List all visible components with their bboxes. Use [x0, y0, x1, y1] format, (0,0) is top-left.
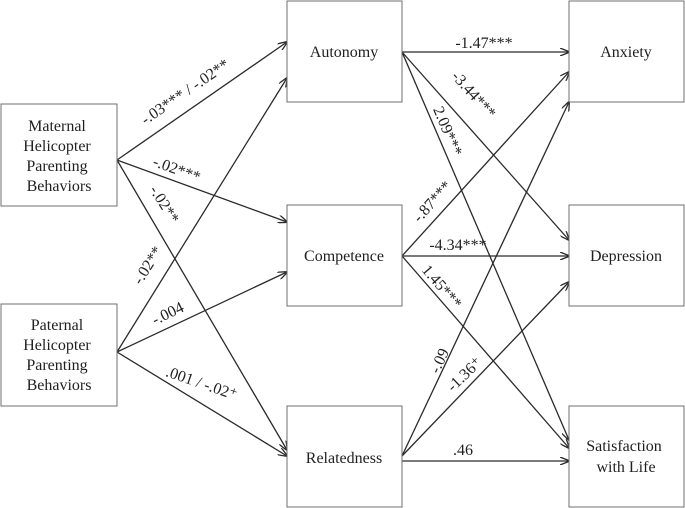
satisfaction-label: Satisfaction with Life	[586, 438, 666, 476]
relatedness-label: Relatedness	[306, 450, 382, 467]
box-autonomy	[286, 0, 403, 103]
label-competence-anxiety: -.87***	[410, 178, 456, 226]
label-maternal-relatedness: -.02**	[146, 183, 182, 227]
edge-paternal-relatedness	[116, 351, 287, 456]
label-competence-satisfaction: 1.45***	[418, 262, 465, 312]
edge-paternal-autonomy	[116, 78, 287, 353]
maternal-label: Maternal Helicopter Parenting Behaviors	[23, 118, 95, 195]
box-paternal	[0, 303, 118, 407]
edge-competence-anxiety	[401, 72, 569, 257]
label-maternal-autonomy: -.03*** / -.02**	[138, 56, 233, 128]
box-anxiety	[568, 0, 685, 103]
edge-relatedness-anxiety	[401, 102, 569, 457]
competence-label: Competence	[304, 248, 384, 265]
label-paternal-relatedness: .001 / -.02⁺	[164, 364, 240, 404]
box-relatedness	[286, 405, 403, 508]
edge-maternal-autonomy	[116, 42, 287, 161]
box-depression	[568, 204, 685, 307]
box-satisfaction	[568, 405, 685, 508]
autonomy-label: Autonomy	[310, 44, 378, 61]
edge-autonomy-satisfaction	[401, 51, 569, 440]
label-autonomy-anxiety: -1.47***	[455, 35, 512, 52]
label-competence-depression: -4.34***	[429, 237, 486, 254]
edge-maternal-relatedness	[116, 159, 287, 450]
label-autonomy-satisfaction: 2.09***	[429, 104, 465, 159]
node-labels: Maternal Helicopter Parenting Behaviors …	[23, 44, 666, 476]
edge-autonomy-depression	[401, 51, 569, 240]
depression-label: Depression	[590, 248, 662, 265]
edge-paternal-competence	[116, 272, 287, 353]
paternal-label: Paternal Helicopter Parenting Behaviors	[23, 317, 95, 394]
edge-maternal-competence	[116, 159, 287, 222]
box-maternal	[0, 103, 118, 207]
edge-relatedness-depression	[401, 282, 569, 457]
anxiety-label: Anxiety	[600, 44, 652, 61]
box-competence	[286, 204, 403, 307]
label-relatedness-anxiety: -.09	[427, 346, 453, 376]
edges	[116, 42, 569, 461]
label-paternal-competence: -.004	[149, 299, 186, 329]
label-autonomy-depression: -3.44***	[448, 68, 499, 122]
label-relatedness-satisfaction: .46	[453, 442, 473, 459]
edge-competence-satisfaction	[401, 255, 569, 448]
